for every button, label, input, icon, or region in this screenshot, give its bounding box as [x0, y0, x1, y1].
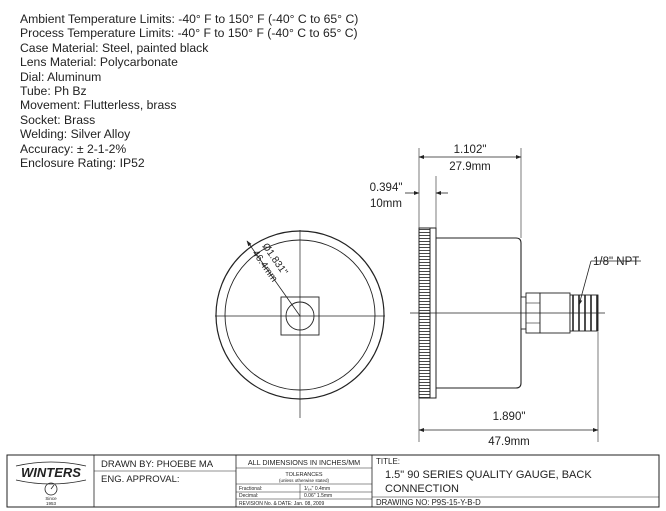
- dim-overall-mm: 47.9mm: [488, 436, 530, 448]
- title-block: WINTERS Since 1953 DRAWN BY: PHOEBE MA E…: [6, 454, 660, 508]
- decimal-label: Decimal:: [239, 493, 258, 499]
- spec-enclosure: Enclosure Rating: IP52: [20, 156, 145, 171]
- logo-since: Since: [45, 496, 57, 501]
- spec-accuracy: Accuracy: ± 2-1-2%: [20, 141, 127, 156]
- spec-tube: Tube: Ph Bz: [20, 84, 87, 99]
- spec-process-temp: Process Temperature Limits: -40° F to 15…: [20, 26, 358, 41]
- spec-dial: Dial: Aluminum: [20, 69, 102, 84]
- npt-label: 1/8" NPT: [593, 256, 639, 268]
- tol-subheader: (unless otherwise stated): [279, 478, 330, 483]
- dim-depth-mm: 27.9mm: [449, 161, 491, 173]
- side-view: 1.102" 27.9mm 0.394" 10mm 1.890" 47.9mm …: [370, 144, 641, 448]
- dim-bezel-in: 0.394": [370, 182, 403, 194]
- title-block-border: [6, 454, 660, 508]
- tol-header: TOLERANCES: [285, 472, 323, 478]
- dim-bezel-mm: 10mm: [370, 198, 402, 210]
- logo-text: WINTERS: [21, 465, 81, 480]
- spec-list: Ambient Temperature Limits: -40° F to 15…: [20, 12, 358, 170]
- logo-arc-bottom: [15, 479, 87, 485]
- dim-overall-in: 1.890": [493, 411, 526, 423]
- dims-header: ALL DIMENSIONS IN INCHES/MM: [248, 458, 360, 467]
- eng-approval: ENG. APPROVAL:: [101, 474, 180, 485]
- title-label: TITLE:: [376, 457, 400, 466]
- spec-socket: Socket: Brass: [20, 112, 96, 127]
- fractional-value: 1⁄₆₄" 0.4mm: [304, 486, 330, 492]
- fractional-label: Fractional:: [239, 486, 262, 492]
- spec-ambient-temp: Ambient Temperature Limits: -40° F to 15…: [20, 12, 359, 26]
- spec-case-material: Case Material: Steel, painted black: [20, 40, 209, 55]
- logo-year: 1953: [46, 501, 57, 506]
- logo-gauge-icon: [44, 482, 58, 496]
- logo-gauge-needle: [50, 484, 55, 490]
- revision-date: REVISION No. & DATE: Jan. 08, 2009: [239, 501, 324, 507]
- drawn-by: DRAWN BY: PHOEBE MA: [101, 459, 214, 470]
- winters-logo: WINTERS Since 1953: [15, 461, 87, 506]
- drawing-number: DRAWING NO: P9S-15-Y-B-D: [376, 498, 481, 507]
- dim-depth-in: 1.102": [454, 144, 487, 156]
- spec-welding: Welding: Silver Alloy: [20, 127, 131, 142]
- decimal-value: 0.06" 1.5mm: [304, 493, 332, 499]
- title-line-1: 1.5" 90 SERIES QUALITY GAUGE, BACK: [385, 469, 592, 481]
- npt-leader: [578, 260, 592, 306]
- front-view: Ø1.831" 46.4mm: [215, 230, 385, 418]
- title-line-2: CONNECTION: [385, 483, 459, 495]
- spec-movement: Movement: Flutterless, brass: [20, 98, 177, 113]
- logo-arc-top: [15, 461, 87, 467]
- spec-lens-material: Lens Material: Polycarbonate: [20, 55, 178, 70]
- front-diameter-leader: [246, 240, 301, 317]
